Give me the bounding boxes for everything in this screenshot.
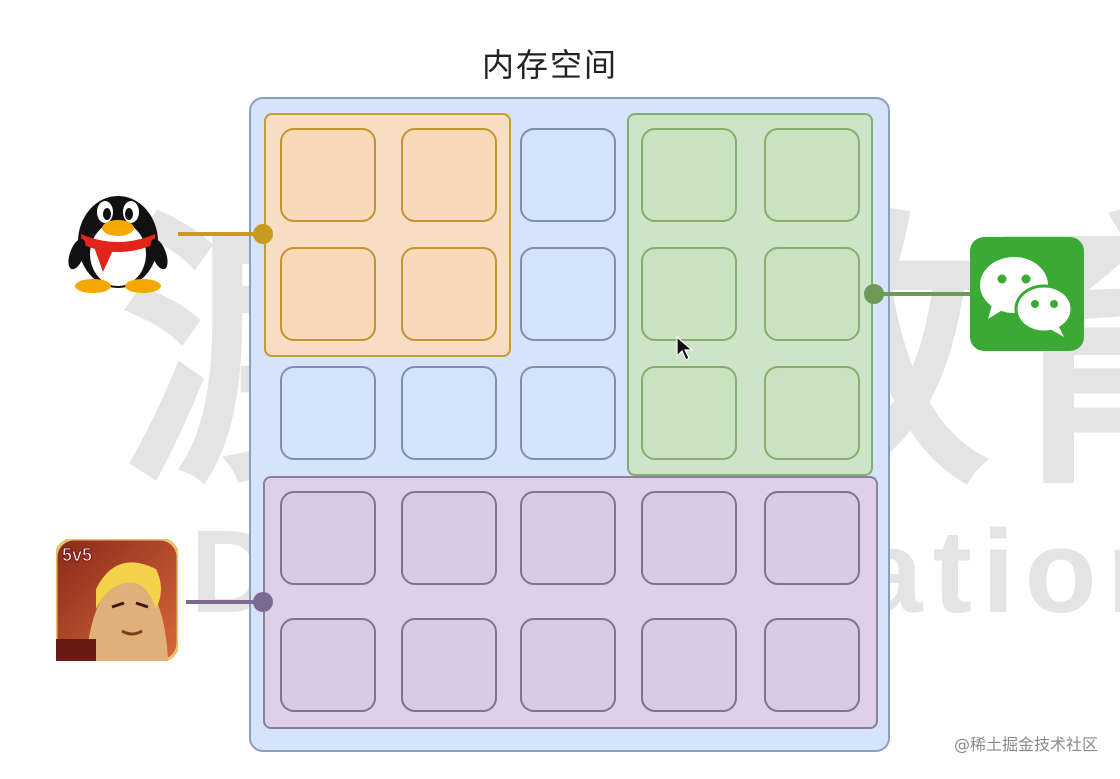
memory-cell-qq [280, 128, 376, 222]
game-connector [186, 592, 273, 612]
memory-cell-free [280, 366, 376, 460]
memory-cell-free [520, 366, 616, 460]
memory-cell-game [280, 618, 376, 712]
memory-cell-game [641, 618, 737, 712]
memory-cell-free [520, 247, 616, 341]
memory-cell-game [401, 618, 497, 712]
page-title: 内存空间 [481, 46, 618, 84]
memory-cell-free [401, 366, 497, 460]
memory-cell-game [401, 491, 497, 585]
memory-cell-free [520, 128, 616, 222]
memory-cell-wechat [641, 128, 737, 222]
memory-cell-game [764, 618, 860, 712]
game-badge: 5v5 [62, 545, 92, 565]
memory-cell-game [520, 618, 616, 712]
mouse-pointer-icon [676, 336, 694, 361]
qq-penguin-icon [68, 196, 168, 293]
memory-cell-wechat [641, 247, 737, 341]
memory-cell-wechat [764, 247, 860, 341]
memory-cell-game [520, 491, 616, 585]
qq-connector [178, 224, 273, 244]
memory-cell-qq [401, 128, 497, 222]
memory-cell-game [280, 491, 376, 585]
wechat-icon [970, 237, 1084, 351]
footer-credit: @稀土掘金技术社区 [953, 735, 1098, 754]
wechat-connector-dot [864, 284, 884, 304]
qq-connector-dot [253, 224, 273, 244]
memory-cell-qq [280, 247, 376, 341]
memory-cell-game [764, 491, 860, 585]
memory-cell-wechat [764, 366, 860, 460]
memory-cell-wechat [641, 366, 737, 460]
game-connector-dot [253, 592, 273, 612]
memory-cell-qq [401, 247, 497, 341]
memory-cell-game [641, 491, 737, 585]
memory-cell-wechat [764, 128, 860, 222]
5v5-game-icon: 5v5 [56, 539, 178, 661]
wechat-connector [864, 284, 973, 304]
